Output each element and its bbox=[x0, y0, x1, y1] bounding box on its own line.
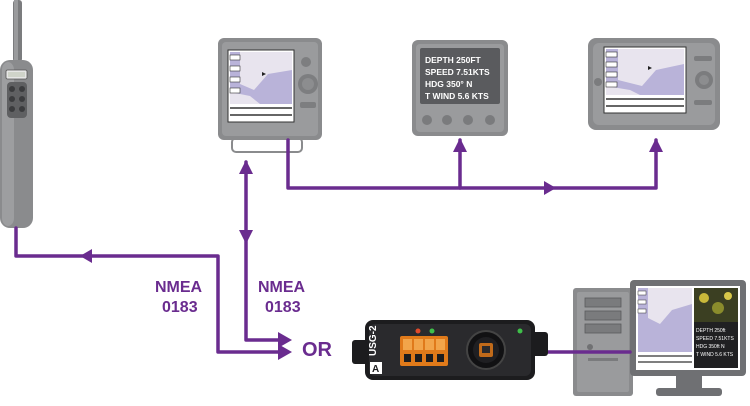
usg2-gateway-icon: USG-2 A bbox=[352, 320, 548, 380]
instrument-display-icon: DEPTH 250FT SPEED 7.51KTS HDG 350° N T W… bbox=[412, 40, 508, 136]
vhf-radio-icon bbox=[0, 0, 33, 228]
desktop-pc-icon: DEPTH 250ft SPEED 7.51KTS HDG 350ft N T … bbox=[573, 280, 746, 396]
gateway-port-letter: A bbox=[372, 364, 379, 375]
multifunction-display-icon bbox=[588, 38, 720, 130]
instrument-depth: DEPTH 250FT bbox=[425, 55, 482, 65]
instrument-heading: HDG 350° N bbox=[425, 79, 472, 89]
pc-depth: DEPTH 250ft bbox=[696, 328, 726, 334]
pc-speed: SPEED 7.51KTS bbox=[696, 336, 734, 342]
nmea-left-label: NMEA bbox=[155, 279, 203, 296]
pc-wind: T WIND 5.6 KTS bbox=[696, 352, 734, 358]
or-label: OR bbox=[302, 339, 333, 361]
nmea-left-version: 0183 bbox=[162, 299, 198, 316]
nmea-mid-label: NMEA bbox=[258, 279, 306, 296]
pc-heading: HDG 350ft N bbox=[696, 344, 725, 350]
arrow-icon bbox=[80, 138, 663, 360]
connection-lines bbox=[14, 138, 658, 354]
nmea-mid-version: 0183 bbox=[265, 299, 301, 316]
instrument-speed: SPEED 7.51KTS bbox=[425, 67, 490, 77]
gateway-model-label: USG-2 bbox=[368, 325, 379, 356]
chartplotter-icon bbox=[218, 38, 322, 153]
instrument-wind: T WIND 5.6 KTS bbox=[425, 91, 489, 101]
